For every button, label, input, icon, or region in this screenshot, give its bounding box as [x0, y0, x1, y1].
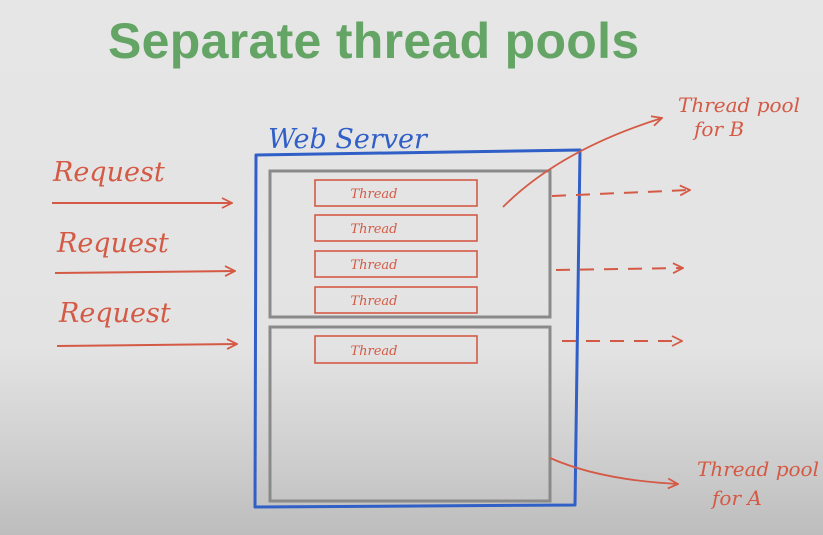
thread-label: Thread — [350, 222, 397, 237]
thread-box — [314, 179, 478, 207]
request-label: Request — [58, 298, 171, 329]
outgoing-dashed-arrows — [551, 190, 690, 341]
page-title: Separate thread pools — [108, 13, 640, 69]
thread-pool-a-box — [268, 325, 552, 503]
thread-label: Thread — [350, 294, 397, 309]
thread-box — [314, 335, 478, 364]
pool-b-threads: Thread Thread Thread Thread — [314, 179, 478, 314]
thread-box — [314, 250, 478, 278]
incoming-requests: Request Request Request — [52, 157, 237, 346]
thread-label: Thread — [350, 344, 397, 359]
pool-b-label-line1: Thread pool — [678, 93, 800, 117]
request-label: Request — [56, 228, 169, 259]
thread-label: Thread — [350, 258, 397, 273]
outgoing-arrow — [551, 190, 690, 197]
web-server-label: Web Server — [268, 124, 429, 155]
pool-a-label-line2: for A — [710, 486, 762, 510]
thread-pool-b-box — [268, 169, 552, 319]
outgoing-arrow — [555, 268, 683, 270]
pool-a-label-line1: Thread pool — [697, 457, 819, 481]
thread-box — [314, 214, 478, 242]
web-server-box — [253, 148, 582, 509]
request-arrow — [54, 271, 235, 273]
pool-b-label-line2: for B — [692, 117, 744, 141]
request-label: Request — [52, 157, 165, 188]
thread-box — [314, 286, 478, 314]
thread-label: Thread — [350, 187, 397, 202]
pool-b-pointer-arrow — [502, 118, 662, 208]
request-arrow — [56, 344, 237, 346]
pool-a-pointer-arrow — [549, 457, 678, 484]
